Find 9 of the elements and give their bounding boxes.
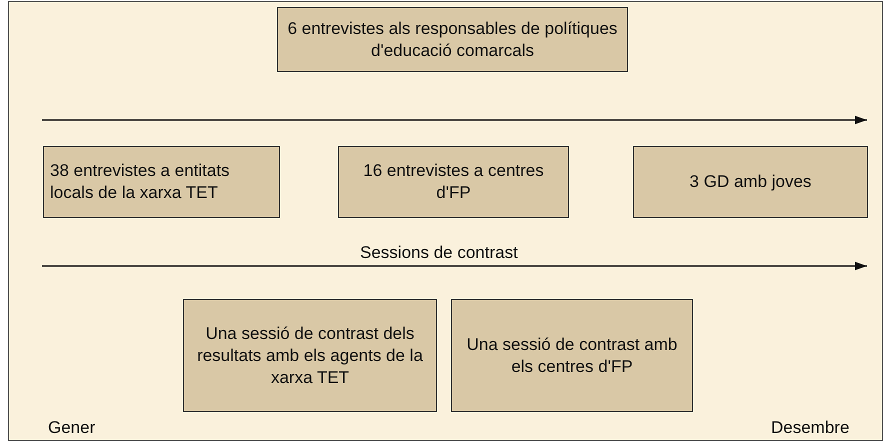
activity-box: 16 entrevistes a centres d'FP: [338, 146, 569, 218]
timeline-label: Sessions de contrast: [360, 243, 518, 263]
activity-box: 3 GD amb joves: [633, 146, 868, 218]
activity-box: 6 entrevistes als responsables de polítiques d'educació comarcals: [277, 7, 628, 72]
timeline-end-label: Gener: [48, 418, 96, 438]
activity-box: Una sessió de contrast amb els centres d'FP: [451, 299, 693, 412]
activity-box: 38 entrevistes a entitats locals de la xarxa TET: [43, 146, 280, 218]
timeline-end-label: Desembre: [771, 418, 850, 438]
activity-box: Una sessió de contrast dels resultats amb els agents de la xarxa TET: [183, 299, 437, 412]
